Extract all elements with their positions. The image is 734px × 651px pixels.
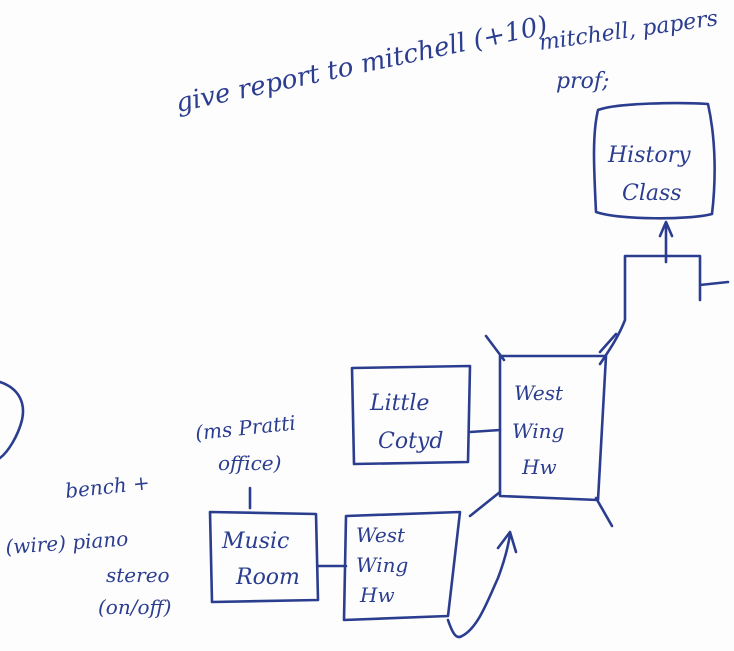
note-ms-pratti: (ms Pratti (194, 411, 297, 445)
west-wing-upper-label-1: West (514, 381, 564, 405)
corner-stroke (484, 334, 506, 362)
west-wing-lower-label-1: West (356, 523, 406, 547)
history-class-label-1: History (607, 143, 691, 168)
partial-arc (0, 380, 25, 460)
curved-arrow (446, 532, 512, 639)
room-history-class: History Class (592, 101, 716, 220)
curved-arrow-head (496, 530, 518, 554)
note-give-report: give report to mitchell (+10) (173, 11, 550, 119)
note-wire-piano: (wire) piano (5, 526, 129, 559)
little-courtyard-label-1: Little (369, 391, 429, 416)
corner-stroke (598, 332, 618, 354)
room-music-room: Music Room (208, 510, 320, 604)
room-little-courtyard: Little Cotyd (350, 364, 472, 466)
note-bench: bench + (64, 470, 151, 503)
music-room-label-1: Music (221, 529, 289, 554)
note-on-off: (on/off) (98, 595, 171, 619)
west-wing-upper-label-2: Wing (512, 419, 564, 443)
history-class-outline (592, 101, 716, 220)
corner-stroke (594, 496, 614, 528)
west-wing-lower-label-3: Hw (359, 583, 395, 607)
note-mitchell-papers: mitchell, papers (537, 6, 719, 56)
note-mitchell-prof: prof; (556, 69, 609, 94)
music-room-outline (208, 510, 320, 604)
arrow-head (658, 220, 674, 238)
room-west-wing-hall-lower: West Wing Hw (342, 510, 462, 622)
connector-diagonal (468, 490, 502, 518)
west-wing-upper-label-3: Hw (521, 455, 557, 479)
west-wing-lower-outline (342, 510, 462, 622)
music-room-label-2: Room (235, 565, 300, 590)
room-west-wing-hall-upper: West Wing Hw (484, 332, 618, 528)
note-ms-pratti-office: office) (218, 451, 281, 475)
west-wing-lower-label-2: Wing (356, 553, 408, 577)
history-class-label-2: Class (622, 181, 682, 206)
little-courtyard-outline (350, 364, 472, 466)
corridor-outline (598, 254, 730, 366)
connector-courtyard-hall (468, 428, 502, 434)
note-stereo: stereo (106, 563, 170, 587)
little-courtyard-label-2: Cotyd (378, 429, 443, 454)
